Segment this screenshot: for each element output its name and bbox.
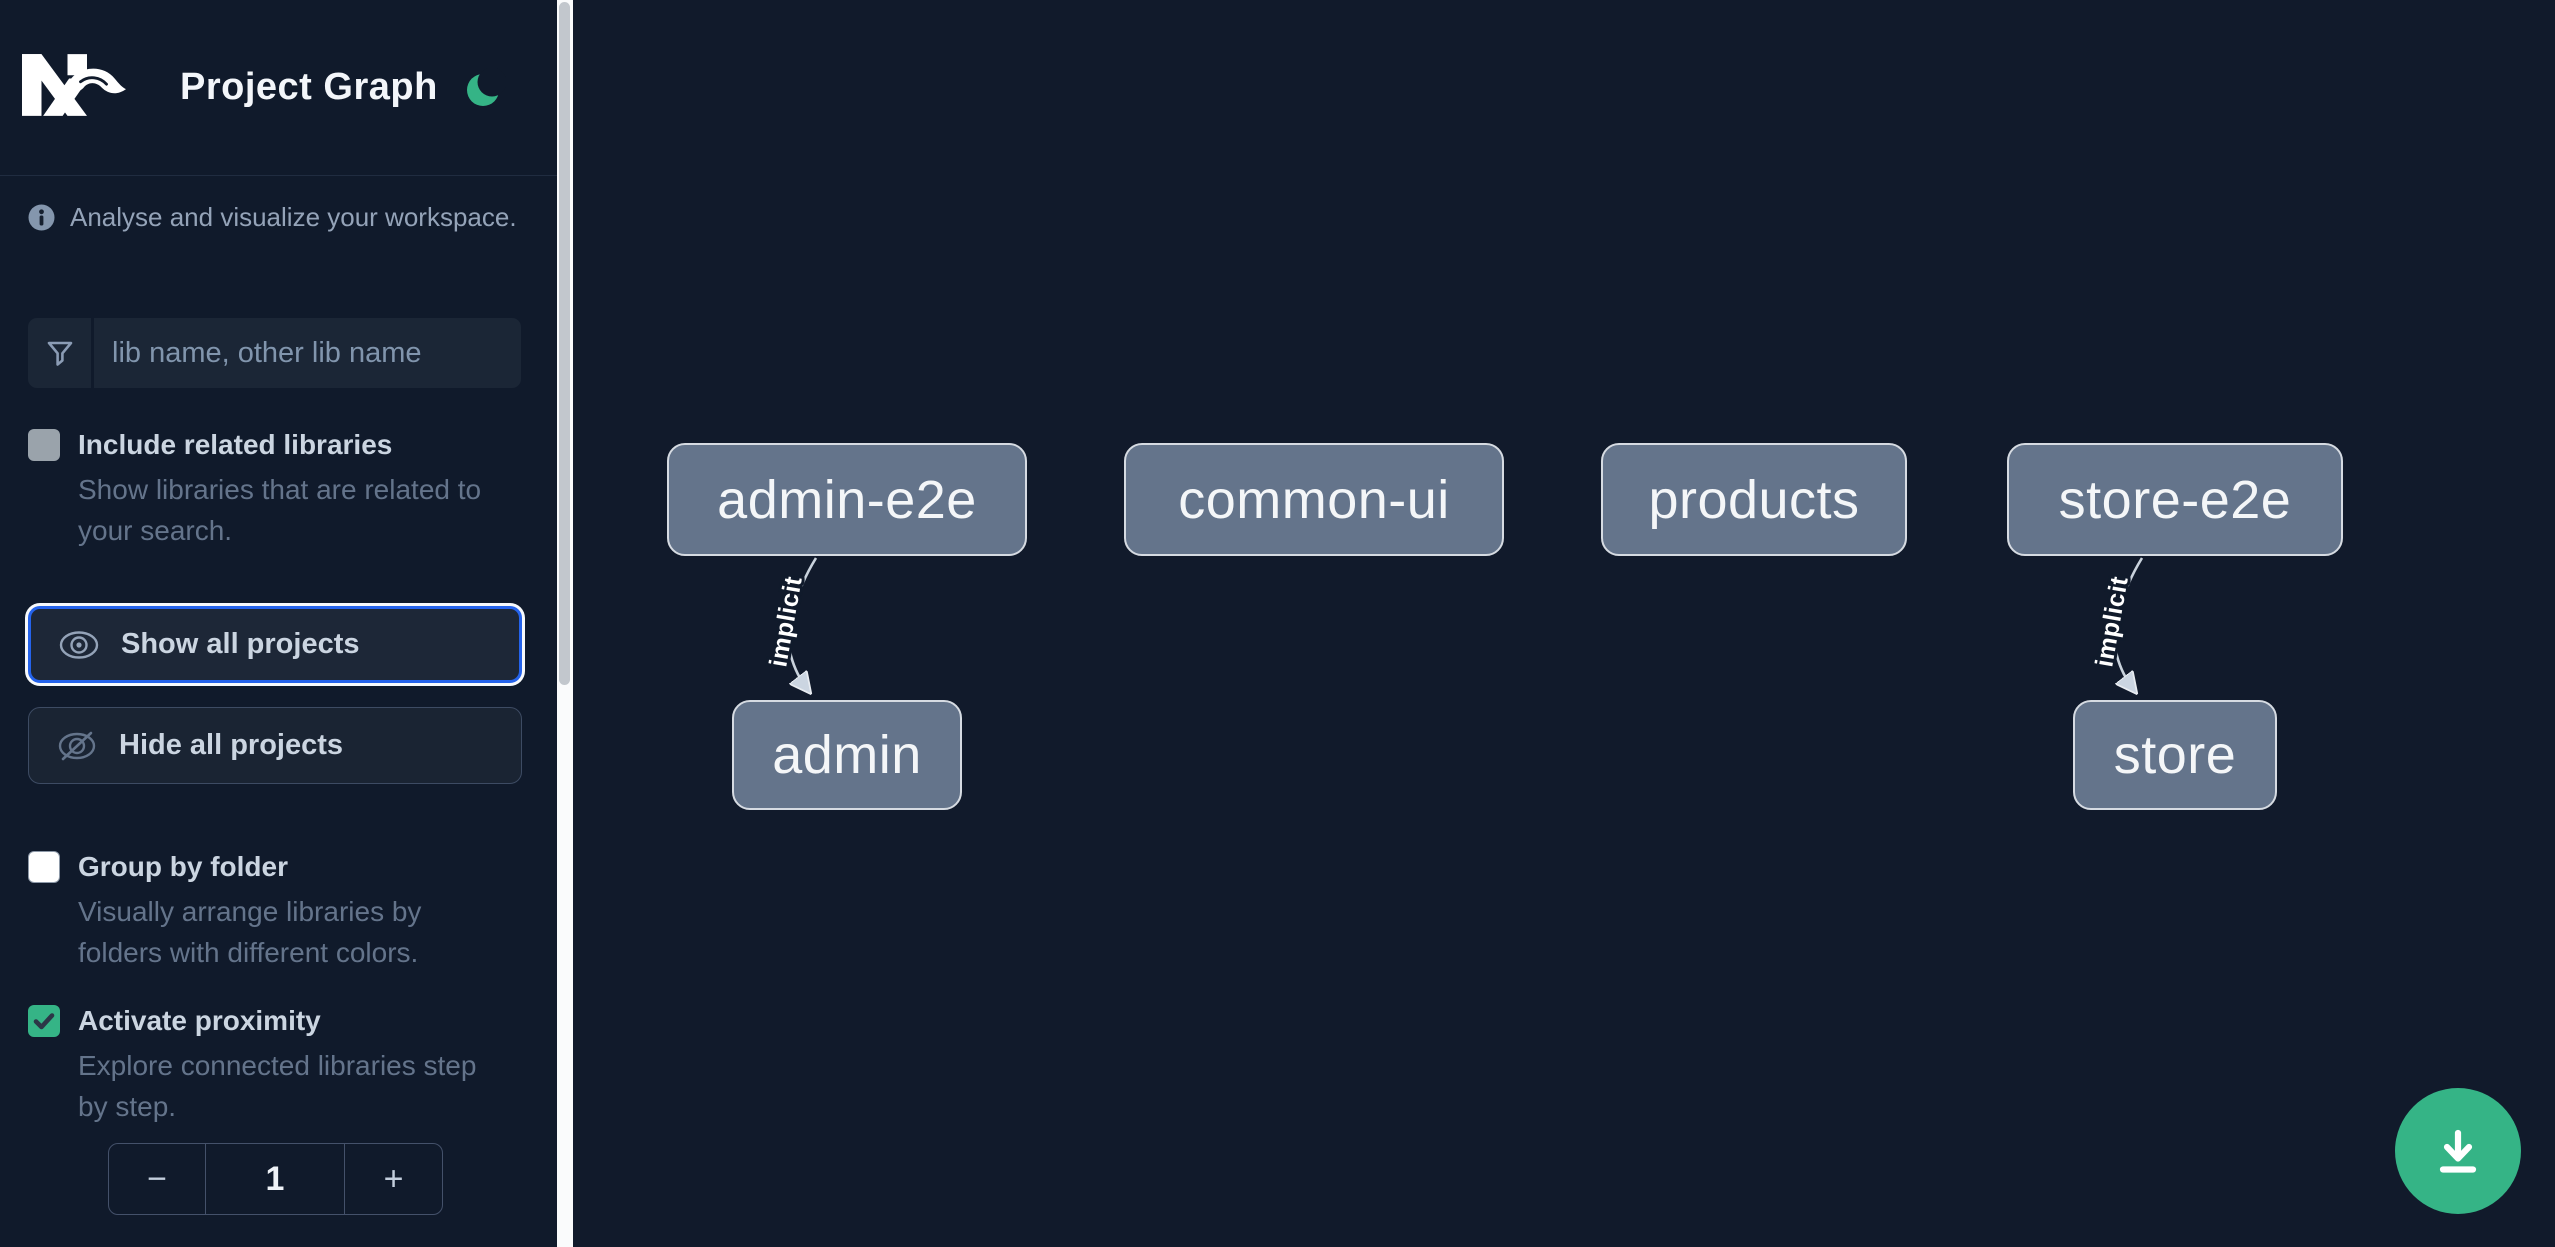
proximity-depth-stepper: − 1 + [108, 1143, 443, 1215]
download-icon [2439, 1129, 2477, 1173]
include-related-label[interactable]: Include related libraries [78, 429, 393, 460]
hide-all-projects-button[interactable]: Hide all projects [28, 707, 522, 784]
group-by-folder-label[interactable]: Group by folder [78, 851, 288, 882]
edge-store-e2e-to-store [2113, 557, 2144, 690]
include-related-checkbox[interactable] [28, 429, 60, 461]
show-all-projects-button[interactable]: Show all projects [28, 606, 522, 683]
include-related-description: Show libraries that are related to your … [78, 474, 482, 546]
edge-label-implicit: implicit [2090, 574, 2133, 669]
search-input[interactable] [94, 318, 521, 388]
eye-slash-icon [58, 731, 96, 760]
group-by-folder-description: Visually arrange libraries by folders wi… [78, 896, 422, 968]
proximity-depth-value: 1 [265, 1159, 285, 1198]
eye-icon [59, 630, 99, 659]
activate-proximity-checkbox[interactable] [28, 1005, 60, 1037]
graph-node-store[interactable]: store [2073, 700, 2277, 810]
show-all-projects-label: Show all projects [121, 628, 360, 660]
graph-node-store-e2e[interactable]: store-e2e [2007, 443, 2343, 556]
edge-label-implicit: implicit [764, 574, 807, 669]
option-group-by-folder: Group by folder Visually arrange librari… [28, 849, 528, 973]
info-icon [28, 204, 55, 231]
search-box [28, 318, 521, 388]
activate-proximity-label[interactable]: Activate proximity [78, 1005, 321, 1036]
sidebar-header: Project Graph [0, 0, 557, 176]
graph-node-products[interactable]: products [1601, 443, 1907, 556]
page-title: Project Graph [180, 66, 438, 108]
workspace-intro: Analyse and visualize your workspace. [28, 202, 517, 233]
moon-icon[interactable] [464, 68, 506, 110]
sidebar-scrollbar-thumb[interactable] [559, 2, 570, 685]
hide-all-projects-label: Hide all projects [119, 729, 344, 761]
intro-text: Analyse and visualize your workspace. [70, 202, 517, 232]
check-icon [33, 1013, 55, 1030]
download-fab-button[interactable] [2395, 1088, 2521, 1214]
group-by-folder-checkbox[interactable] [28, 851, 60, 883]
nx-logo-icon [22, 54, 126, 116]
graph-node-common-ui[interactable]: common-ui [1124, 443, 1504, 556]
option-activate-proximity: Activate proximity Explore connected lib… [28, 1003, 528, 1127]
funnel-icon [47, 341, 72, 366]
edge-admin-e2e-to-admin [787, 557, 818, 690]
decrement-button[interactable]: − [109, 1144, 206, 1214]
option-include-related: Include related libraries Show libraries… [28, 427, 528, 551]
activate-proximity-description: Explore connected libraries step by step… [78, 1050, 477, 1122]
sidebar-scrollbar-track[interactable] [557, 0, 573, 1247]
graph-node-admin[interactable]: admin [732, 700, 962, 810]
increment-button[interactable]: + [344, 1144, 442, 1214]
filter-segment [28, 318, 94, 388]
sidebar: Project Graph Analyse and visualize your… [0, 0, 557, 1247]
graph-node-admin-e2e[interactable]: admin-e2e [667, 443, 1027, 556]
